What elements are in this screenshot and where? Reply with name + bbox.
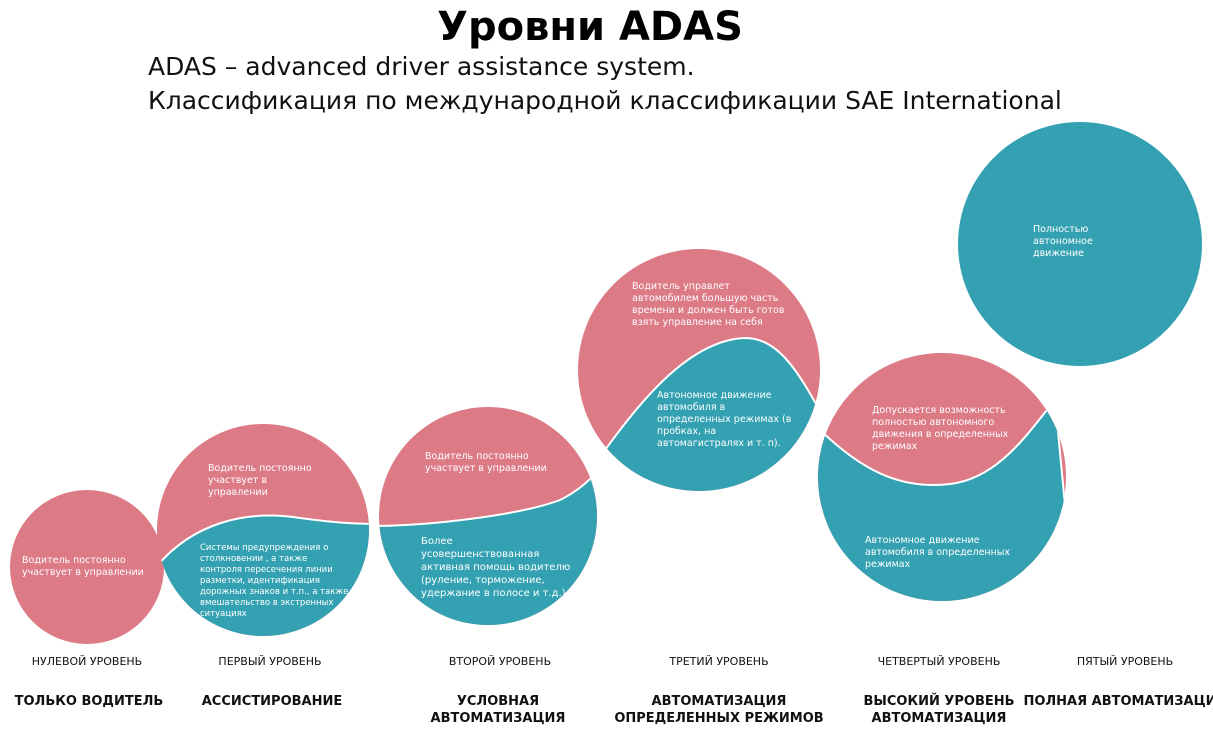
level4-driver-text: Допускается возможность полностью автоно… [872,405,1009,452]
level2-circle [379,407,597,625]
page-title: Уровни ADAS [437,4,743,50]
level4-auto-text: Автономное движение автомобиля в определ… [865,535,1010,570]
level1-circle [157,424,369,636]
level0-circle [10,490,164,644]
level5-category: ПОЛНАЯ АВТОМАТИЗАЦИЯ [1023,694,1213,709]
level2-category: УСЛОВНАЯ АВТОМАТИЗАЦИЯ [430,694,566,726]
subtitle-line2: Классификация по международной классифик… [148,86,1062,115]
level5-auto-text: Полностью автономное движение [1033,224,1093,259]
level0-category: ТОЛЬКО ВОДИТЕЛЬ [14,694,164,709]
subtitle-line1: ADAS – advanced driver assistance system… [148,52,695,81]
level0-driver-text: Водитель постоянно участвует в управлени… [22,555,144,578]
level5-circle [958,122,1202,366]
level1-category: АССИСТИРОВАНИЕ [201,694,343,709]
level2-label: ВТОРОЙ УРОВЕНЬ [448,655,552,668]
level3-auto-text: Автономное движение автомобиля в определ… [657,390,792,449]
level0-label: НУЛЕВОЙ УРОВЕНЬ [31,655,143,668]
level3-circle [578,249,820,491]
level5-label: ПЯТЫЙ УРОВЕНЬ [1076,655,1174,668]
level1-label: ПЕРВЫЙ УРОВЕНЬ [218,655,322,668]
level4-circle [818,353,1066,601]
level2-driver-text: Водитель постоянно участвует в управлени… [425,451,547,474]
level2-auto-text: Более усовершенствованная активная помощ… [421,536,571,599]
level3-category: АВТОМАТИЗАЦИЯ ОПРЕДЕЛЕННЫХ РЕЖИМОВ [614,694,824,726]
level3-driver-text: Водитель управлет автомобилем большую ча… [632,281,785,328]
level1-auto-text: Системы предупреждения о столкновении , … [200,543,349,619]
level3-label: ТРЕТИЙ УРОВЕНЬ [669,655,769,668]
level1-driver-text: Водитель постоянно участвует в управлени… [208,463,312,498]
level4-label: ЧЕТВЕРТЫЙ УРОВЕНЬ [877,655,1001,668]
level4-category: ВЫСОКИЙ УРОВЕНЬ АВТОМАТИЗАЦИЯ [863,694,1015,726]
